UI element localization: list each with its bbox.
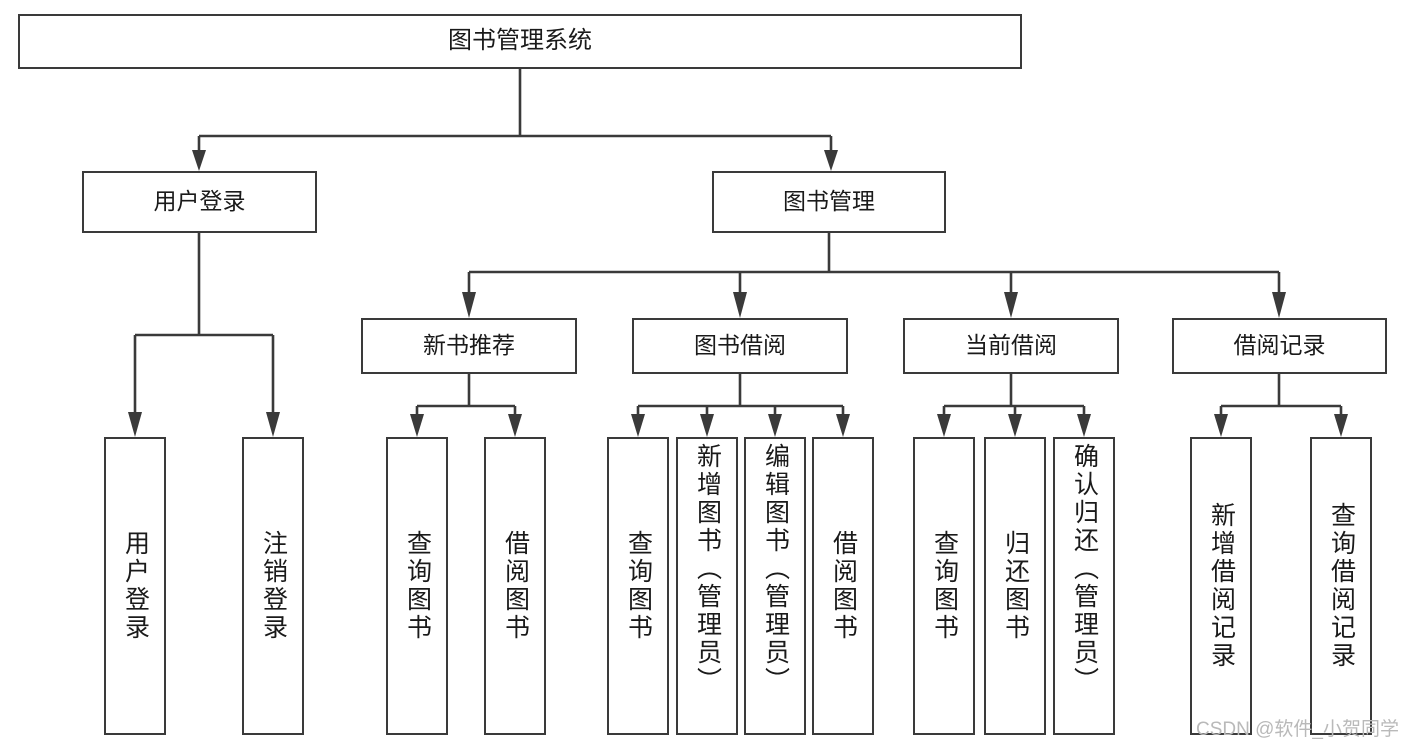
leaf-add-book-admin-label: 新增图书（管理员） [693,443,722,695]
leaf-query-borrow-record-label: 查询借阅记录 [1327,502,1356,670]
leaf-edit-book-admin[interactable]: 编辑图书（管理员） [744,437,806,735]
leaf-confirm-return-admin[interactable]: 确认归还（管理员） [1053,437,1115,735]
node-user-login[interactable]: 用户登录 [82,171,317,233]
leaf-query-book-borrow[interactable]: 查询图书 [607,437,669,735]
node-new-book-recommend[interactable]: 新书推荐 [361,318,577,374]
leaf-logout-label: 注销登录 [259,530,288,642]
leaf-add-borrow-record-label: 新增借阅记录 [1207,502,1236,670]
leaf-query-book-current-label: 查询图书 [930,530,959,642]
leaf-add-borrow-record[interactable]: 新增借阅记录 [1190,437,1252,735]
node-user-login-label: 用户登录 [153,188,246,215]
leaf-query-book-recommend[interactable]: 查询图书 [386,437,448,735]
node-borrow-record-label: 借阅记录 [1233,332,1326,359]
node-book-management-label: 图书管理 [783,188,875,215]
leaf-return-book-label: 归还图书 [1001,530,1030,642]
leaf-return-book[interactable]: 归还图书 [984,437,1046,735]
leaf-user-login-label: 用户登录 [121,530,150,642]
node-book-borrow-label: 图书借阅 [694,332,786,359]
leaf-confirm-return-admin-label: 确认归还（管理员） [1070,443,1099,695]
node-root[interactable]: 图书管理系统 [18,14,1022,69]
leaf-add-book-admin[interactable]: 新增图书（管理员） [676,437,738,735]
node-current-borrow[interactable]: 当前借阅 [903,318,1119,374]
node-book-management[interactable]: 图书管理 [712,171,946,233]
leaf-borrow-book[interactable]: 借阅图书 [812,437,874,735]
leaf-borrow-book-recommend[interactable]: 借阅图书 [484,437,546,735]
node-current-borrow-label: 当前借阅 [965,332,1057,359]
leaf-logout[interactable]: 注销登录 [242,437,304,735]
leaf-user-login[interactable]: 用户登录 [104,437,166,735]
leaf-query-book-borrow-label: 查询图书 [624,530,653,642]
leaf-borrow-book-recommend-label: 借阅图书 [501,530,530,642]
node-root-label: 图书管理系统 [448,27,592,55]
leaf-query-borrow-record[interactable]: 查询借阅记录 [1310,437,1372,735]
leaf-borrow-book-label: 借阅图书 [829,530,858,642]
leaf-query-book-recommend-label: 查询图书 [403,530,432,642]
node-new-book-recommend-label: 新书推荐 [423,332,515,359]
leaf-edit-book-admin-label: 编辑图书（管理员） [761,443,790,695]
leaf-query-book-current[interactable]: 查询图书 [913,437,975,735]
node-book-borrow[interactable]: 图书借阅 [632,318,848,374]
node-borrow-record[interactable]: 借阅记录 [1172,318,1387,374]
csdn-watermark: CSDN @软件_小贺同学 [1196,719,1399,740]
